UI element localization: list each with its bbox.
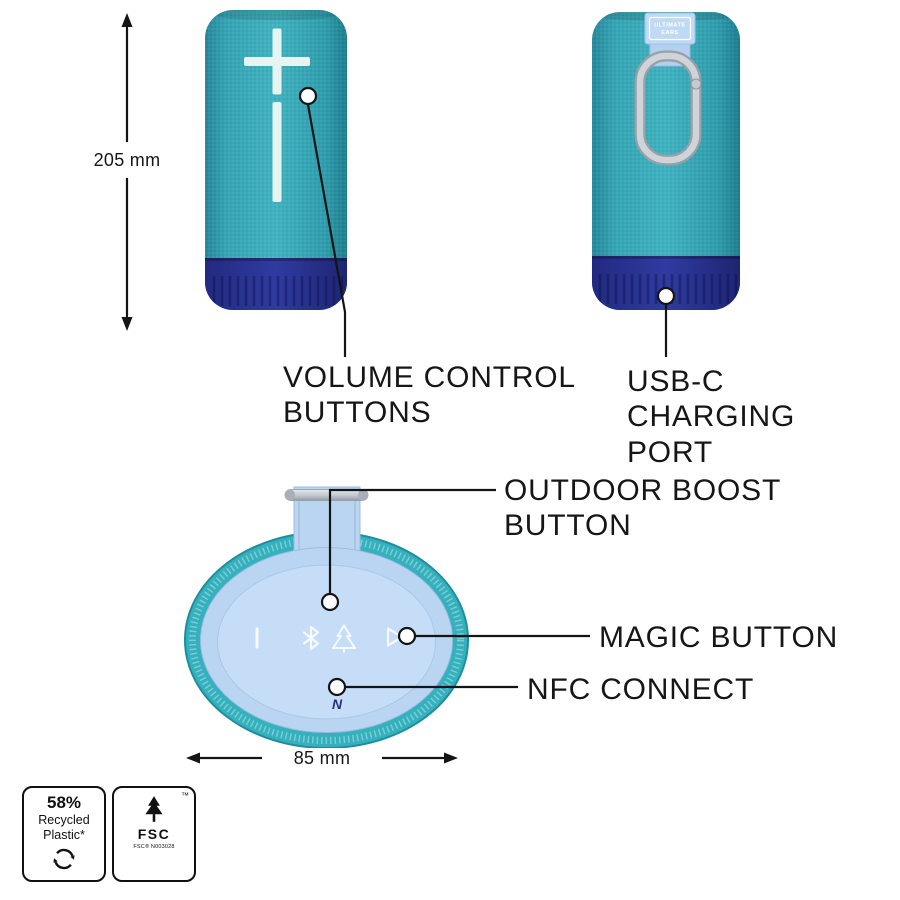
carabiner-icon bbox=[634, 50, 702, 166]
height-dimension-arrow bbox=[121, 13, 133, 331]
recycled-percent: 58% bbox=[46, 793, 82, 812]
volume-callout-dot bbox=[298, 86, 318, 106]
play-icon bbox=[386, 627, 404, 647]
width-dimension-arrow bbox=[186, 752, 458, 764]
volume-minus-icon bbox=[272, 102, 282, 202]
brand-tag-line1: ULTIMATE bbox=[654, 23, 685, 29]
speaker-back-view: ULTIMATE EARS bbox=[592, 12, 740, 310]
outdoor-boost-callout-label: OUTDOOR BOOST BUTTON bbox=[504, 474, 781, 543]
bluetooth-icon bbox=[302, 625, 320, 651]
height-dimension-label: 205 mm bbox=[67, 150, 187, 171]
recycled-line2: Plastic* bbox=[43, 827, 85, 842]
outdoor-boost-callout-dot bbox=[320, 592, 340, 612]
usb-callout-dot bbox=[656, 286, 676, 306]
callout-leader-lines bbox=[306, 104, 668, 689]
recycled-plastic-badge: 58% Recycled Plastic* bbox=[22, 786, 106, 882]
fsc-cert-number: FSC® N003028 bbox=[133, 843, 175, 850]
fsc-tree-icon bbox=[145, 796, 163, 822]
magic-callout-label: MAGIC BUTTON bbox=[599, 621, 839, 654]
nfc-callout-dot bbox=[327, 677, 347, 697]
speaker-top-view: N bbox=[184, 486, 469, 749]
recycle-icon bbox=[53, 848, 75, 869]
fsc-badge: ™ FSC FSC® N003028 bbox=[112, 786, 196, 882]
hinge-pin bbox=[284, 489, 369, 501]
speaker-front-view bbox=[205, 10, 347, 310]
width-dimension-label: 85 mm bbox=[262, 748, 382, 769]
fsc-trademark: ™ bbox=[181, 791, 189, 800]
top-inner-plateau bbox=[217, 564, 436, 720]
volume-plus-icon bbox=[244, 28, 310, 95]
volume-callout-label: VOLUME CONTROL BUTTONS bbox=[283, 361, 575, 430]
volume-leader-line bbox=[306, 104, 347, 357]
callout-dots bbox=[298, 86, 676, 697]
fsc-name: FSC bbox=[137, 826, 171, 842]
nfc-callout-label: NFC CONNECT bbox=[527, 673, 755, 706]
outdoor-boost-leader-line bbox=[328, 488, 496, 594]
magic-callout-dot bbox=[397, 626, 417, 646]
nfc-icon: N bbox=[332, 696, 343, 712]
front-base-band bbox=[205, 258, 347, 310]
usb-callout-label: USB-C CHARGING PORT bbox=[627, 365, 796, 469]
brand-tag: ULTIMATE EARS bbox=[644, 12, 696, 45]
brand-tag-line2: EARS bbox=[661, 30, 679, 36]
tree-icon bbox=[332, 624, 356, 653]
recycled-line1: Recycled bbox=[38, 812, 90, 827]
